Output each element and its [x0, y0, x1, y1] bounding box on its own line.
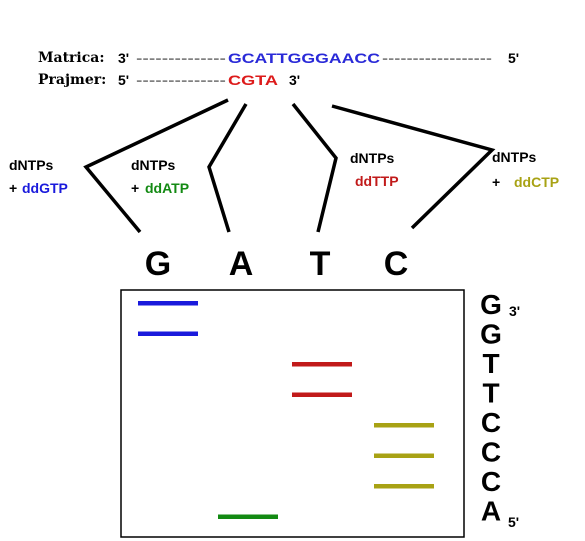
gel-band-t-2	[292, 362, 352, 367]
reaction-g-dntps: dNTPs	[9, 157, 54, 173]
primer-end-left: 5'	[118, 72, 129, 88]
template-end-left: 3'	[118, 50, 129, 66]
lane-label-t: T	[310, 245, 331, 283]
primer-label: Prajmer:	[38, 72, 106, 88]
read-sequence-letter: G	[480, 319, 502, 350]
template-sequence: GCATTGGGAACC	[228, 50, 380, 66]
reaction-t-nucleotide: ddTTP	[355, 173, 399, 189]
reaction-c-dntps: dNTPs	[492, 149, 537, 165]
reaction-t-dntps: dNTPs	[350, 150, 395, 166]
read-sequence-letter: T	[482, 378, 499, 409]
gel-band-t-3	[292, 392, 352, 397]
reaction-a-plus: +	[131, 180, 139, 196]
gel-band-a-7	[218, 514, 278, 519]
reaction-a-dntps: dNTPs	[131, 157, 176, 173]
reaction-g-nucleotide: ddGTP	[22, 180, 68, 196]
connector-g	[83, 98, 229, 234]
template-dashes-right: ------------------	[382, 53, 493, 65]
connector-a	[207, 103, 248, 233]
gel-band-g-1	[138, 331, 198, 336]
primer-sequence: CGTA	[228, 72, 278, 88]
reaction-c-plus: +	[492, 174, 500, 190]
connector-lines	[83, 98, 496, 234]
read-sequence-letter: C	[481, 466, 501, 497]
connector-c	[331, 104, 496, 230]
gel-box	[120, 289, 465, 538]
gel-band-c-6	[374, 484, 434, 489]
template-end-right: 5'	[508, 50, 519, 66]
header-box	[28, 38, 552, 96]
lane-label-g: G	[145, 245, 171, 283]
gel-band-c-5	[374, 453, 434, 458]
reaction-g-plus: +	[9, 180, 17, 196]
gel-band-g-0	[138, 301, 198, 306]
gel-band-c-4	[374, 423, 434, 428]
lane-labels: G A T C	[145, 245, 409, 283]
template-dashes-left: --------------	[136, 53, 227, 65]
template-label: Matrica:	[38, 50, 105, 66]
read-sequence-letter: C	[481, 407, 501, 438]
read-sequence-letter: T	[482, 348, 499, 379]
read-sequence-letter: A	[481, 496, 501, 527]
gel-bands	[138, 301, 434, 519]
read-sequence-letter: C	[481, 437, 501, 468]
reaction-a-nucleotide: ddATP	[145, 180, 189, 196]
read-sequence-letter: G	[480, 289, 502, 320]
lane-label-c: C	[384, 245, 409, 283]
lane-label-a: A	[229, 245, 254, 283]
read-sequence-3-prime: 3'	[509, 303, 520, 319]
connector-t	[291, 102, 338, 233]
read-sequence-5-prime: 5'	[508, 514, 519, 530]
reaction-c-nucleotide: ddCTP	[514, 174, 559, 190]
primer-end-right: 3'	[289, 72, 300, 88]
reaction-labels: dNTPs + ddGTP dNTPs + ddATP dNTPs ddTTP …	[9, 149, 559, 196]
primer-dashes: --------------	[136, 75, 227, 87]
